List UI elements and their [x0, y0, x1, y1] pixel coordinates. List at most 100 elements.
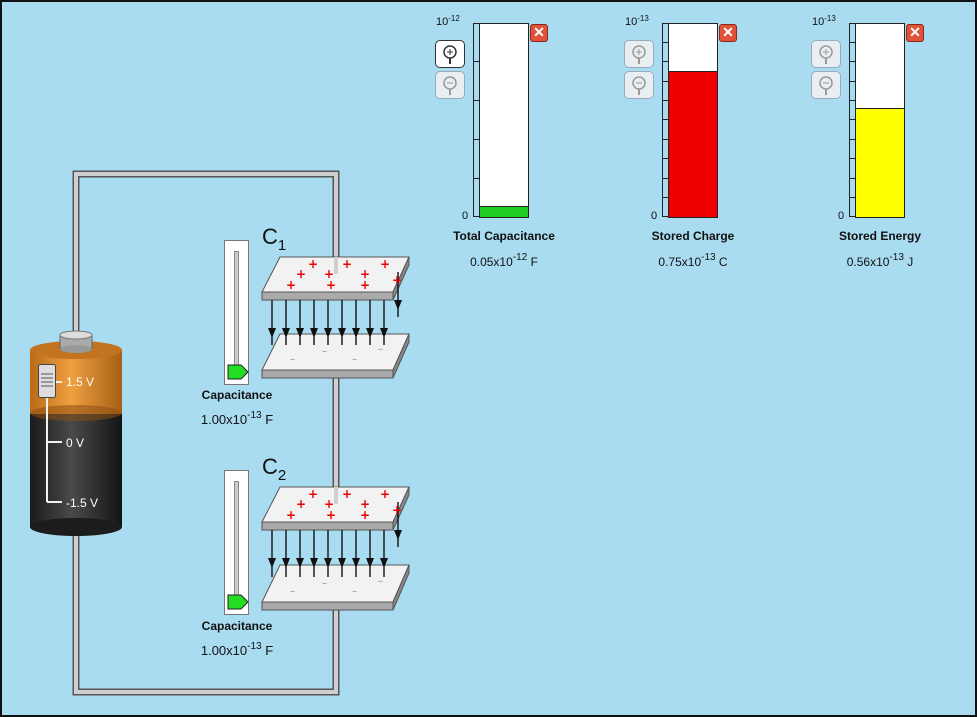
svg-text:+: + [342, 257, 352, 271]
c2-capacitance-slider[interactable] [224, 470, 249, 615]
c1-slider-groove [234, 251, 239, 372]
stored-charge-scale-base: 10 [625, 16, 638, 28]
total-capacitance-bar-fill [480, 206, 528, 217]
c1-label: C1 [262, 224, 286, 254]
svg-text:+: + [360, 497, 370, 511]
svg-text:+: + [296, 267, 306, 281]
total-capacitance-scale-label: 10-12 [436, 14, 460, 28]
total-capacitance-value-mantissa: 0.05x10 [470, 255, 513, 269]
total-capacitance-scale-exponent: -12 [448, 14, 460, 23]
stored-energy-value-unit: J [907, 255, 914, 269]
svg-text:+: + [360, 508, 370, 522]
svg-text:+: + [324, 267, 334, 281]
svg-text:+: + [392, 273, 402, 287]
svg-text:+: + [326, 278, 336, 292]
svg-text:–: – [322, 578, 327, 589]
c2-value-unit: F [265, 643, 274, 658]
c1-capacitance-slider[interactable] [224, 240, 249, 385]
total-capacitance-value: 0.05x10-12 F [470, 252, 538, 269]
battery-slider-knob-icon[interactable] [38, 364, 56, 398]
svg-text:+: + [286, 508, 296, 522]
total-capacitance-zero-label: 0 [462, 210, 469, 222]
capacitor-c2: +++ +++ ++++ –––– [261, 486, 410, 611]
stored-charge-value-unit: C [718, 255, 728, 269]
svg-text:–: – [322, 346, 327, 357]
stored-energy-title: Stored Energy [838, 229, 922, 243]
svg-text:+: + [392, 503, 402, 517]
total-capacitance-value-unit: F [530, 255, 538, 269]
total-capacitance-title: Total Capacitance [453, 229, 555, 243]
svg-text:+: + [342, 487, 352, 501]
c1-slider-caption: Capacitance [201, 388, 273, 402]
battery-label-mid: 0 V [66, 436, 85, 450]
svg-text:+: + [324, 497, 334, 511]
stored-charge-zoom-out-button[interactable] [624, 71, 654, 99]
zoom-in-icon [443, 45, 457, 64]
total-capacitance-axis [473, 23, 480, 217]
zoom-out-icon [819, 76, 833, 95]
stored-energy-scale-label: 10-13 [812, 14, 836, 28]
c2-value-mantissa: 1.00x10 [200, 643, 248, 658]
svg-text:+: + [380, 257, 390, 271]
stored-energy-scale-exponent: -13 [824, 14, 836, 23]
total-capacitance-scale-base: 10 [436, 16, 449, 28]
zoom-out-icon [632, 76, 646, 95]
c2-capacitance-value: 1.00x10-13 F [200, 641, 274, 658]
stored-energy-zoom-out-button[interactable] [811, 71, 841, 99]
stored-charge-value-mantissa: 0.75x10 [658, 255, 702, 269]
c2-label-letter: C [262, 454, 278, 479]
stored-energy-zoom-in-button[interactable] [811, 40, 841, 68]
zoom-out-icon [443, 76, 457, 95]
c1-value-unit: F [265, 412, 274, 427]
wires [72, 170, 340, 696]
c2-label: C2 [262, 454, 286, 484]
stored-energy-axis [849, 23, 856, 217]
capacitor-c1: +++ +++ ++++ –––– [261, 256, 410, 379]
meter-stored-charge: 10-13 0 ✕ Stored Charge 0.75x10-13 C [611, 12, 771, 282]
c2-slider-knob-icon[interactable] [227, 594, 249, 610]
stored-energy-value: 0.56x10-13 J [847, 252, 914, 269]
c2-slider-caption: Capacitance [201, 619, 273, 633]
stored-energy-bar [855, 23, 905, 218]
total-capacitance-close-button[interactable]: ✕ [530, 24, 548, 42]
c1-label-letter: C [262, 224, 278, 249]
c2-slider-groove [234, 481, 239, 602]
svg-text:+: + [360, 278, 370, 292]
stored-charge-title: Stored Charge [651, 229, 735, 243]
c1-label-subscript: 1 [277, 237, 287, 254]
c1-value-mantissa: 1.00x10 [200, 412, 248, 427]
svg-text:–: – [352, 354, 357, 365]
total-capacitance-zoom-out-button[interactable] [435, 71, 465, 99]
stored-energy-bar-fill [856, 107, 904, 217]
stored-charge-zero-label: 0 [651, 210, 658, 222]
svg-text:–: – [290, 354, 295, 365]
stored-energy-close-button[interactable]: ✕ [906, 24, 924, 42]
total-capacitance-zoom-in-button[interactable] [435, 40, 465, 68]
svg-text:+: + [380, 487, 390, 501]
svg-text:+: + [326, 508, 336, 522]
stored-energy-value-exponent: -13 [889, 252, 904, 263]
svg-text:+: + [360, 267, 370, 281]
zoom-in-icon [632, 45, 646, 64]
c2-value-exponent: -13 [247, 641, 262, 652]
svg-text:+: + [296, 497, 306, 511]
stored-charge-value: 0.75x10-13 C [658, 252, 728, 269]
stored-energy-zero-label: 0 [838, 210, 845, 222]
meter-stored-energy: 10-13 0 ✕ Stored Energy 0.56x10-13 J [798, 12, 958, 282]
stored-charge-bar-fill [669, 71, 717, 217]
svg-text:+: + [308, 257, 318, 271]
c1-value-exponent: -13 [247, 410, 262, 421]
battery-label-top: 1.5 V [66, 375, 95, 389]
c1-slider-knob-icon[interactable] [227, 364, 249, 380]
battery-voltage-slider[interactable] [38, 364, 56, 398]
meter-total-capacitance: 10-12 0 ✕ Total Capacitance 0.05x10-12 F [422, 12, 582, 282]
stored-charge-zoom-in-button[interactable] [624, 40, 654, 68]
stored-charge-close-button[interactable]: ✕ [719, 24, 737, 42]
stored-charge-bar [668, 23, 718, 218]
zoom-in-icon [819, 45, 833, 64]
stored-charge-value-exponent: -13 [701, 252, 716, 263]
stored-charge-scale-label: 10-13 [625, 14, 649, 28]
stored-energy-scale-base: 10 [812, 16, 825, 28]
svg-text:–: – [378, 344, 383, 355]
